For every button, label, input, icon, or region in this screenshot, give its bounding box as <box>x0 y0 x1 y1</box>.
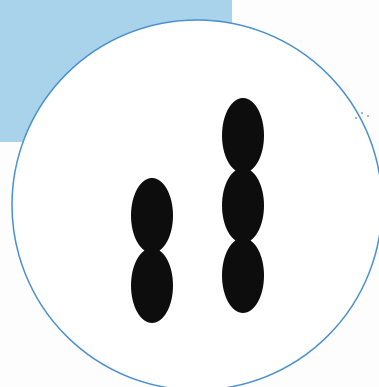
cell-column-2-cell-2 <box>222 168 264 243</box>
cell-column-2-cell-1 <box>222 98 264 173</box>
speck-2 <box>367 115 369 117</box>
cell-column-1-cell-1 <box>131 178 173 253</box>
cell-column-1-cell-2 <box>131 248 173 323</box>
speck-1 <box>361 112 363 114</box>
cell-column-2-cell-3 <box>222 238 264 313</box>
speck-3 <box>355 117 357 119</box>
outer-circle <box>12 20 379 387</box>
